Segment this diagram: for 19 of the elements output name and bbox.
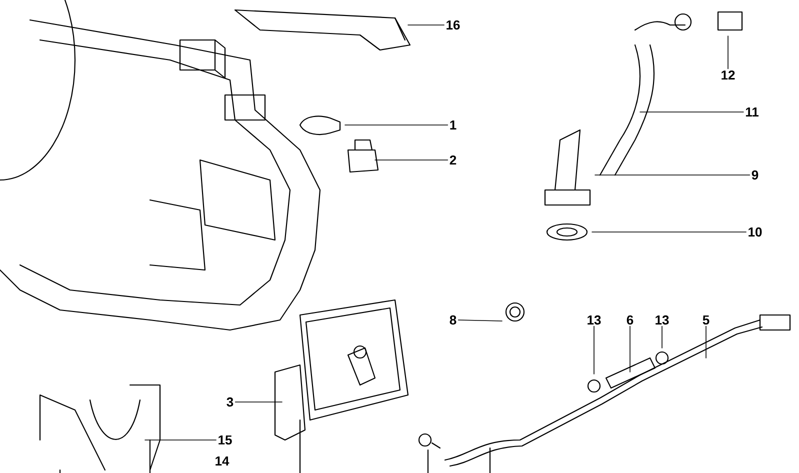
callout-number: 5 — [702, 315, 710, 325]
callout-number: 8 — [450, 315, 456, 325]
callout-number: 10 — [748, 227, 762, 237]
leader-line — [408, 24, 444, 26]
callout-number: 14 — [216, 456, 230, 466]
leader-line — [458, 320, 502, 322]
leader-line — [594, 174, 750, 176]
leader-line — [344, 124, 448, 126]
callout-number: 6 — [626, 315, 634, 325]
callout-number: 3 — [226, 397, 234, 407]
callout-number: 16 — [446, 20, 460, 30]
callout-number: 11 — [746, 108, 759, 116]
callout-number: 13 — [656, 315, 669, 325]
callout-number: 12 — [722, 70, 735, 80]
callout-number: 13 — [588, 315, 601, 325]
callout-number: 9 — [752, 170, 758, 180]
callout-number: 15 — [218, 435, 232, 445]
callout-number: 2 — [450, 155, 456, 165]
callout-number: 1 — [450, 120, 456, 130]
